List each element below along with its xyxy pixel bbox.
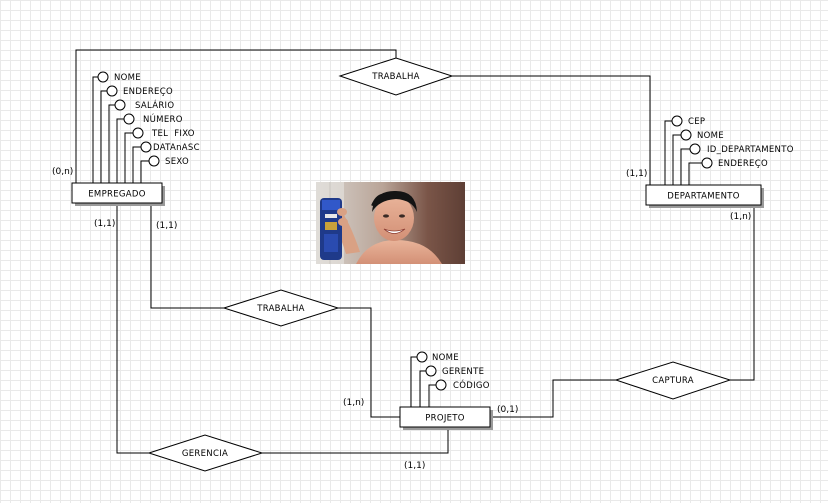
relationship-gerencia[interactable]: GERENCIA [147, 434, 264, 472]
card-projeto-captura: (0,1) [497, 405, 518, 415]
attr-departamento-nome[interactable]: NOME [672, 129, 724, 185]
line-trabalha-mid-projeto [338, 307, 400, 418]
attr-projeto-gerente[interactable]: GERENTE [419, 365, 484, 407]
attr-label: NOME [432, 353, 459, 363]
empregado-attributes: NOME ENDEREÇO SALÁRIO NÚMERO TEL FIXO DA… [92, 71, 200, 183]
attr-departamento-endereco[interactable]: ENDEREÇO [688, 157, 768, 185]
departamento-attributes: CEP NOME ID_DEPARTAMENTO ENDEREÇO [664, 115, 794, 185]
attr-label: GERENTE [442, 367, 484, 377]
attr-label: NOME [114, 73, 141, 83]
line-empregado-trabalha-mid [150, 203, 224, 309]
relationship-gerencia-label: GERENCIA [182, 449, 228, 459]
attr-label: DATAnASC [153, 143, 200, 153]
attr-label: ENDEREÇO [123, 87, 173, 97]
relationship-trabalha-mid-label: TRABALHA [256, 304, 305, 314]
relationship-trabalha-top[interactable]: TRABALHA [338, 57, 454, 96]
attr-empregado-tel-fixo[interactable]: TEL FIXO [124, 127, 195, 183]
attr-projeto-nome[interactable]: NOME [410, 351, 459, 407]
attr-label: NOME [697, 131, 724, 141]
attr-label: SEXO [165, 157, 189, 167]
attr-empregado-datanasc[interactable]: DATAnASC [132, 141, 200, 183]
card-projeto-trabalha-mid: (1,n) [343, 398, 364, 408]
entity-empregado[interactable]: EMPREGADO [71, 182, 165, 206]
attr-departamento-cep[interactable]: CEP [664, 115, 705, 185]
line-trabalha-top-departamento [452, 75, 651, 185]
attr-empregado-numero[interactable]: NÚMERO [116, 113, 183, 183]
relationship-captura-label: CAPTURA [652, 376, 694, 386]
projeto-attributes: NOME GERENTE CÓDIGO [410, 351, 490, 407]
attr-empregado-salario[interactable]: SALÁRIO [108, 99, 174, 183]
attr-empregado-endereco[interactable]: ENDEREÇO [100, 85, 173, 183]
entity-projeto[interactable]: PROJETO [399, 406, 493, 430]
entity-projeto-label: PROJETO [425, 414, 465, 424]
attr-label: ENDEREÇO [718, 159, 768, 169]
attr-departamento-id[interactable]: ID_DEPARTAMENTO [680, 143, 794, 185]
attr-empregado-nome[interactable]: NOME [92, 71, 141, 183]
attr-label: CÓDIGO [453, 379, 490, 391]
relationship-captura[interactable]: CAPTURA [614, 361, 732, 400]
entity-empregado-label: EMPREGADO [88, 190, 145, 200]
card-empregado-gerencia: (1,1) [94, 219, 115, 229]
card-empregado-trabalha-top: (0,n) [52, 167, 73, 177]
attr-label: CEP [688, 117, 705, 127]
attr-projeto-codigo[interactable]: CÓDIGO [428, 379, 490, 407]
card-departamento-trabalha-top: (1,1) [626, 169, 647, 179]
card-projeto-gerencia: (1,1) [404, 461, 425, 471]
card-departamento-captura: (1,n) [730, 212, 751, 222]
attr-label: SALÁRIO [135, 99, 174, 111]
relationship-trabalha-top-label: TRABALHA [371, 72, 420, 82]
embedded-photo [316, 182, 465, 264]
relationship-trabalha-mid[interactable]: TRABALHA [222, 289, 340, 327]
line-captura-departamento [730, 205, 755, 381]
card-empregado-trabalha-mid: (1,1) [156, 221, 177, 231]
entity-departamento[interactable]: DEPARTAMENTO [645, 184, 764, 208]
line-projeto-captura [490, 379, 616, 418]
attr-label: TEL FIXO [151, 129, 195, 139]
attr-empregado-sexo[interactable]: SEXO [140, 155, 189, 183]
line-empregado-trabalha-top [75, 49, 397, 183]
attr-label: NÚMERO [143, 113, 183, 125]
attr-label: ID_DEPARTAMENTO [707, 145, 794, 155]
entity-departamento-label: DEPARTAMENTO [667, 192, 740, 202]
line-gerencia-projeto [262, 427, 449, 454]
line-empregado-gerencia [116, 203, 149, 454]
